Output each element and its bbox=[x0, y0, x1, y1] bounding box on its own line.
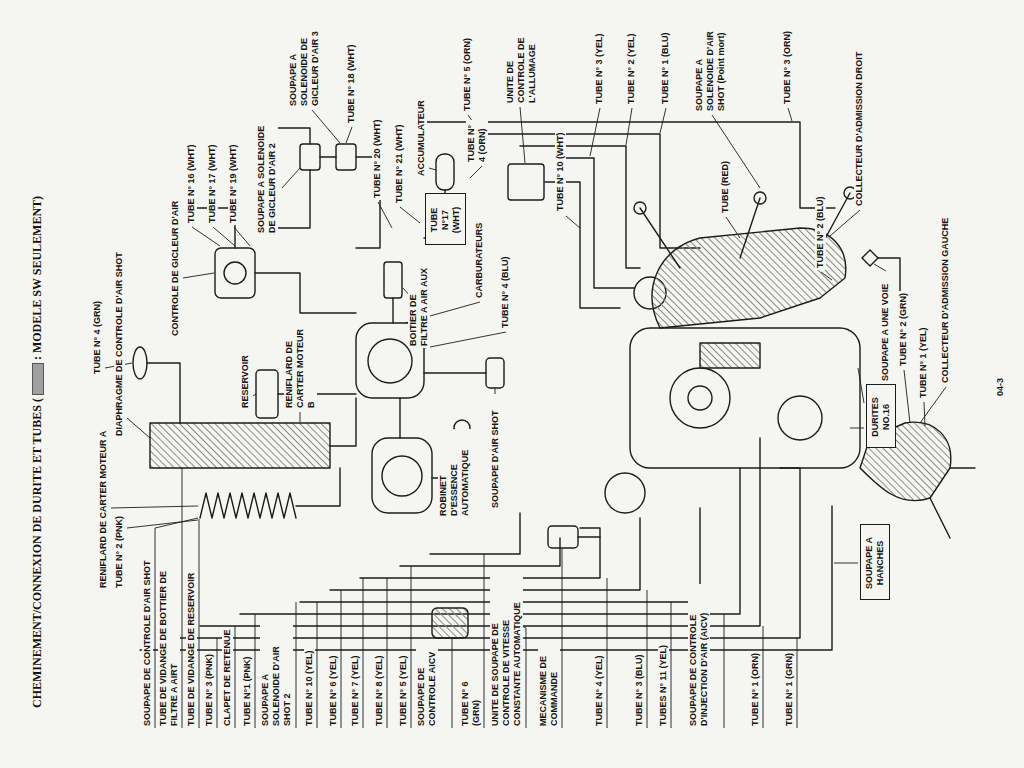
tube-bundle bbox=[140, 438, 832, 650]
legend-text: : MODELE SW SEULEMENT) bbox=[30, 196, 44, 360]
part-label: TUBE N° 17 (WHT) bbox=[207, 142, 218, 225]
part-label: TUBE N° 19 (WHT) bbox=[228, 142, 239, 225]
part-label: TUBE N° 4 (ORN) bbox=[466, 120, 488, 164]
part-label: RENIFLARD DE CARTER MOTEUR B bbox=[284, 326, 317, 410]
part-label: TUBE N° 7 (YEL) bbox=[350, 653, 361, 728]
part-label: TUBE N° 3 (YEL) bbox=[594, 31, 605, 106]
part-label: COLLECTEUR D'ADMISSION DROIT bbox=[854, 50, 865, 208]
part-label: SOUPAPE DE CONTROLE D'AIR SHOT bbox=[142, 559, 153, 729]
part-label: TUBE N° 4 (BLU) bbox=[500, 254, 511, 330]
part-label: RESERVOIR bbox=[240, 353, 251, 410]
part-label: SOUPAPE A SOLENOIDE DE GICLEUR D'AIR 3 bbox=[288, 26, 321, 108]
part-label: COLLECTEUR D'ADMISSION GAUCHE bbox=[940, 216, 951, 385]
part-label: CARBURATEURS bbox=[474, 221, 485, 300]
part-label: TUBE N° 2 (PNK) bbox=[114, 514, 125, 590]
part-label: TUBE DE VIDANGE DE RESERVOIR bbox=[186, 571, 197, 728]
part-label: TUBE N° 10 (YEL) bbox=[304, 648, 315, 728]
part-label: SOUPAPE A UNE VOIE bbox=[880, 282, 891, 383]
leader-lines bbox=[105, 107, 946, 728]
callout-box: SOUPAPE A HANCHES bbox=[860, 524, 890, 600]
part-label: CONTROLE DE GICLEUR D'AIR bbox=[170, 199, 181, 338]
part-label: UNITE DE CONTROLE DE L'ALLUMAGE bbox=[505, 11, 538, 105]
part-label: TUBE N° 3 (ORN) bbox=[782, 29, 793, 106]
part-label: TUBE N° 16 (WHT) bbox=[186, 142, 197, 225]
part-label: CLAPET DE RETENUE bbox=[222, 627, 233, 728]
part-label: TUBE N° 5 (ORN) bbox=[462, 36, 473, 113]
part-label: TUBE N° 5 (YEL) bbox=[398, 653, 409, 728]
part-label: BOITIER DE FILTRE A AIR AUX bbox=[408, 264, 430, 348]
part-label: TUBE N° 3 (BLU) bbox=[634, 652, 645, 728]
box-text: DURITES NO.16 bbox=[870, 391, 892, 443]
part-label: TUBE N° 4 (YEL) bbox=[594, 653, 605, 728]
box-text: SOUPAPE A HANCHES bbox=[864, 531, 886, 595]
part-label: TUBE N° 20 (WHT) bbox=[372, 117, 383, 200]
part-label: UNITE DE SOUPAPE DE CONTROLE DE VITESSE … bbox=[490, 574, 523, 728]
part-label: TUBE N° 1 (ORN) bbox=[750, 651, 761, 728]
diagram-title: CHEMINEMENT/CONNEXION DE DURITE ET TUBES… bbox=[30, 398, 44, 708]
part-label: SOUPAPE A SOLENOIDE D'AIR SHOT (Point mo… bbox=[694, 9, 727, 113]
part-label: DIAPHRAGME DE CONTROLE D'AIR SHOT bbox=[114, 250, 125, 438]
part-label: ACCUMULATEUR bbox=[416, 98, 427, 178]
title-row: CHEMINEMENT/CONNEXION DE DURITE ET TUBES… bbox=[30, 196, 45, 708]
part-label: TUBE N° 18 (WHT) bbox=[346, 42, 357, 125]
part-label: SOUPAPE A SOLENOIDE DE GICLEUR D'AIR 2 bbox=[256, 121, 278, 235]
part-label: TUBE N° 1 (YEL) bbox=[918, 325, 929, 400]
part-label: TUBE N°1 (PNK) bbox=[242, 654, 253, 728]
part-label: TUBE N° 21 (WHT) bbox=[394, 122, 405, 205]
part-label: SOUPAPE A SOLENOIDE D'AIR SHOT 2 bbox=[260, 624, 293, 728]
part-label: TUBE N° 4 (GRN) bbox=[92, 299, 103, 376]
part-label: 04-3 bbox=[995, 376, 1006, 398]
part-label: SOUPAPE D'AIR SHOT bbox=[490, 409, 501, 510]
callout-box: DURITES NO.16 bbox=[866, 384, 896, 448]
part-label: SOUPAPE DE CONTROLE D'INJECTION D'AIR (A… bbox=[688, 584, 710, 728]
callout-box: TUBE N°17 (WHT) bbox=[425, 193, 466, 245]
part-label: TUBE N° 8 (YEL) bbox=[374, 653, 385, 728]
part-label: TUBE DE VIDANGE DE BOTTIER DE FILTRE A A… bbox=[158, 554, 180, 728]
part-label: TUBE N° 10 (WHT) bbox=[555, 130, 566, 213]
part-label: TUBE N° 2 (BLU) bbox=[815, 194, 826, 270]
part-label: MECANISME DE COMMANDE bbox=[538, 644, 560, 728]
part-label: TUBES N° 11 (YEL) bbox=[658, 643, 669, 728]
part-label: RENIFLARD DE CARTER MOTEUR A bbox=[98, 429, 109, 590]
box-text: TUBE N°17 (WHT) bbox=[429, 200, 462, 240]
part-label: TUBE N° 2 (YEL) bbox=[626, 31, 637, 106]
part-label: TUBE N° 3 (PNK) bbox=[204, 652, 215, 728]
engine-parts bbox=[133, 122, 975, 638]
part-label: TUBE N° 2 (GRN) bbox=[898, 291, 909, 368]
part-label: TUBE N° 6 (GRN) bbox=[460, 664, 482, 728]
legend-swatch bbox=[32, 363, 44, 395]
part-label: TUBE (RED) bbox=[720, 159, 731, 215]
part-label: TUBE N° 6 (YEL) bbox=[328, 653, 339, 728]
part-label: ROBINET D'ESSENCE AUTOMATIQUE bbox=[438, 429, 471, 518]
part-label: SOUPAPE DE CONTROLE AICV bbox=[416, 644, 438, 728]
part-label: TUBE N° 1 (GRN) bbox=[784, 651, 795, 728]
part-label: TUBE N° 1 (BLU) bbox=[660, 30, 671, 106]
